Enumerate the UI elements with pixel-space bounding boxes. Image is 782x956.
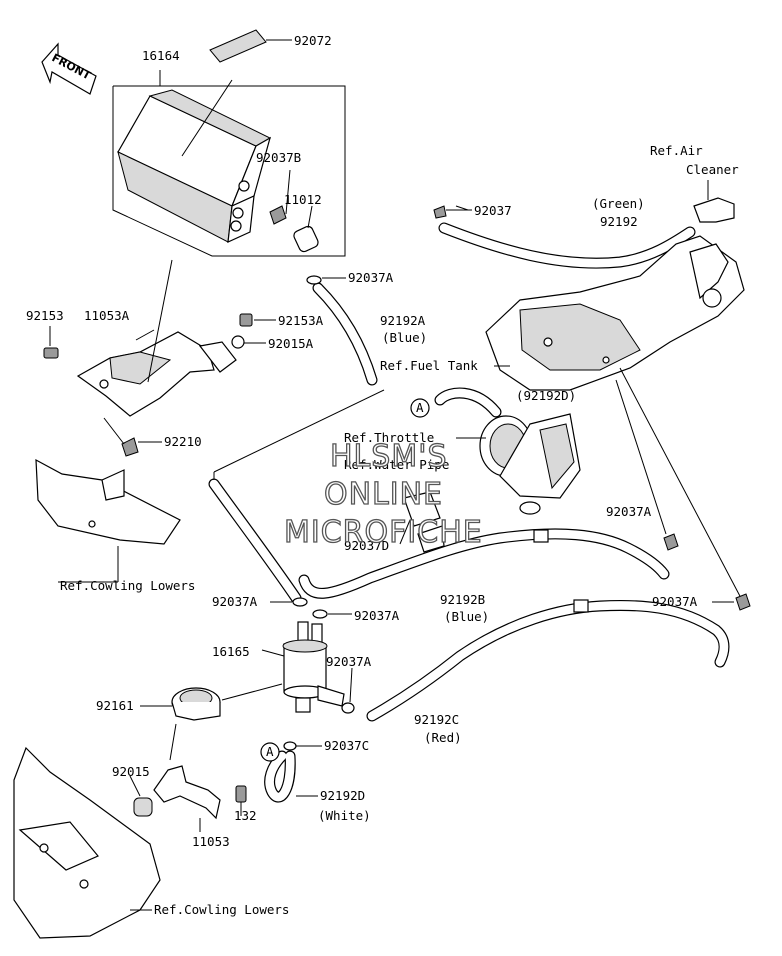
label-92192B: 92192B <box>440 592 485 607</box>
clip-92037 <box>433 205 472 219</box>
label-marker-a-1: A <box>416 400 424 415</box>
label-92015A: 92015A <box>268 336 314 351</box>
label-92210: 92210 <box>164 434 202 449</box>
cap-11012 <box>293 205 319 253</box>
label-92192D-paren: (92192D) <box>516 388 576 403</box>
label-92037D: 92037D <box>344 538 389 553</box>
label-red: (Red) <box>424 730 462 745</box>
label-92037A-mid: 92037A <box>354 608 400 623</box>
label-ref-fuel-tank: Ref.Fuel Tank <box>380 358 478 373</box>
clip-92037B <box>269 169 291 225</box>
label-92192: 92192 <box>600 214 638 229</box>
watermark-line-2: ONLINE <box>324 477 443 512</box>
label-92192C: 92192C <box>414 712 459 727</box>
grommet-92015 <box>129 775 153 817</box>
strap-92072 <box>209 29 292 63</box>
label-ref-cowling-2: Ref.Cowling Lowers <box>154 902 289 917</box>
hose-left-down <box>208 389 385 604</box>
label-11012: 11012 <box>284 192 322 207</box>
label-16164: 16164 <box>142 48 180 63</box>
label-marker-a-2: A <box>266 744 274 759</box>
marker-a-1 <box>410 398 430 418</box>
label-92015: 92015 <box>112 764 150 779</box>
watermark-line-1: HLSM'S <box>330 439 448 474</box>
label-92192A: 92192A <box>380 313 426 328</box>
screw-92153 <box>43 326 59 359</box>
air-cleaner-fitting <box>693 180 735 223</box>
label-92037C: 92037C <box>324 738 369 753</box>
label-11053: 11053 <box>192 834 230 849</box>
clamp-92161 <box>140 683 283 761</box>
label-ref-air-1: Ref.Air <box>650 143 703 158</box>
label-11053A: 11053A <box>84 308 130 323</box>
label-16165: 16165 <box>212 644 250 659</box>
label-ref-cowling-1: Ref.Cowling Lowers <box>60 578 195 593</box>
clip-92037A-1 <box>306 275 346 285</box>
canister-bracket-lines <box>112 85 346 257</box>
watermark-line-3: MICROFICHE <box>284 515 483 550</box>
label-ref-throttle: Ref.Throttle <box>344 430 434 445</box>
label-ref-water-pipe: Ref.Water Pipe <box>344 457 449 472</box>
watermark: HLSM'S ONLINE MICROFICHE <box>283 438 483 550</box>
label-92037A-right2: 92037A <box>652 594 698 609</box>
label-blue-a: (Blue) <box>382 330 427 345</box>
grommet-92015A <box>231 335 266 349</box>
cowling-lower-upper <box>35 458 181 583</box>
label-92037A-left: 92037A <box>212 594 258 609</box>
throttle-body <box>456 413 581 515</box>
label-ref-air-2: Cleaner <box>686 162 739 177</box>
label-blue-b: (Blue) <box>444 609 489 624</box>
water-pipe <box>399 491 445 553</box>
bolt-132 <box>235 785 247 816</box>
clip-92037C <box>283 741 322 751</box>
fuel-pump-16165 <box>261 621 345 713</box>
canister-16164 <box>117 79 272 243</box>
front-arrow: FRONT <box>41 42 97 95</box>
label-92192D: 92192D <box>320 788 365 803</box>
hose-92192D-bottom <box>264 750 318 803</box>
clip-92037A-mid <box>312 609 352 619</box>
hose-92192C-red <box>366 599 730 722</box>
label-132: 132 <box>234 808 257 823</box>
fuel-tank <box>485 235 745 391</box>
label-92037B: 92037B <box>256 150 301 165</box>
hose-92192B-blue <box>298 528 670 599</box>
bracket-11053 <box>153 765 221 832</box>
label-92153: 92153 <box>26 308 64 323</box>
label-92037A-pump: 92037A <box>326 654 372 669</box>
label-92037A-1: 92037A <box>348 270 394 285</box>
label-white: (White) <box>318 808 371 823</box>
cowling-lower-bottom <box>13 746 161 939</box>
clip-92037A-right-1 <box>663 533 679 551</box>
bolt-92153A <box>239 313 276 327</box>
clip-92037A-left <box>270 597 308 607</box>
marker-a-2 <box>260 742 280 762</box>
label-92153A: 92153A <box>278 313 324 328</box>
label-92161: 92161 <box>96 698 134 713</box>
clip-92210 <box>121 437 162 457</box>
hose-92192A <box>312 282 378 386</box>
hose-92192-green <box>438 205 696 269</box>
label-92037A-right1: 92037A <box>606 504 652 519</box>
label-92037: 92037 <box>474 203 512 218</box>
label-92072: 92072 <box>294 33 332 48</box>
clip-92037A-right-2 <box>712 593 751 611</box>
label-green: (Green) <box>592 196 645 211</box>
part-labels: 16164 92072 92037B 11012 92037 Ref.Air C… <box>26 33 739 917</box>
clip-92037A-pump <box>341 667 355 714</box>
bracket-11053A <box>76 329 237 417</box>
hose-92192D-top <box>434 387 502 418</box>
